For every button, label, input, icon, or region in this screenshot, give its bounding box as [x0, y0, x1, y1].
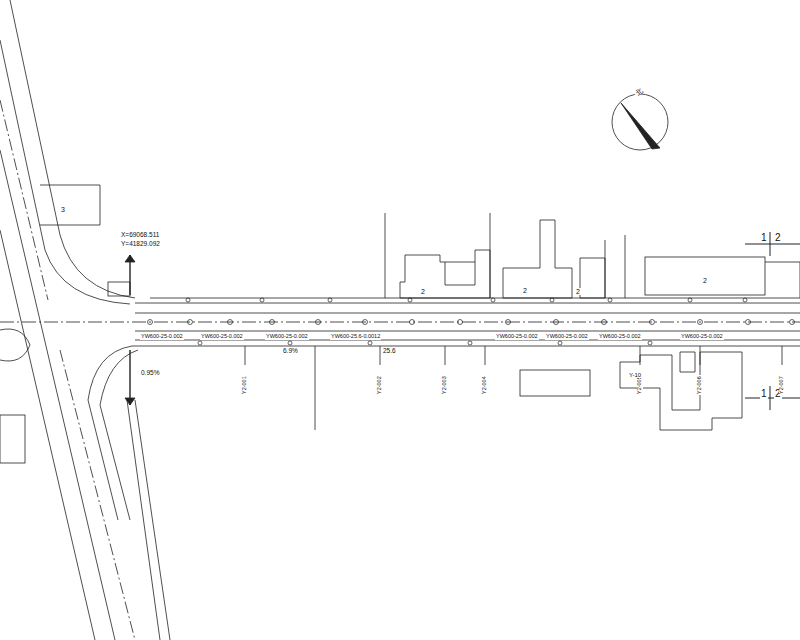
plan-label: 2 [575, 288, 581, 295]
plan-label: 2 [702, 277, 708, 284]
plan-label: X=69068.511 [120, 232, 160, 239]
plan-label: 1 [760, 233, 768, 243]
plan-label: YW600-25-0.002 [545, 334, 589, 340]
plan-label: 2 [522, 287, 528, 294]
plan-label: 6.9% [282, 348, 299, 355]
plan-label: Y2-007 [779, 375, 785, 395]
plan-label: YW600-25.6-0.0012 [330, 334, 381, 340]
plan-label: YW600-25-0.002 [598, 334, 642, 340]
plan-label: 3 [60, 206, 66, 213]
plan-label: Y2-004 [482, 375, 488, 395]
plan-label: YW600-25-0.002 [265, 334, 309, 340]
plan-label: 2 [774, 233, 782, 243]
plan-label: YW600-25-0.002 [200, 334, 244, 340]
plan-label: YW600-25-0.002 [680, 334, 724, 340]
plan-label: Y2-006 [697, 375, 703, 395]
plan-label: YW600-25-0.002 [495, 334, 539, 340]
plan-label: YW600-25-0.002 [140, 334, 184, 340]
plan-label: Y2-005 [637, 375, 643, 395]
plan-label: Y2-001 [242, 375, 248, 395]
plan-label: Y2-002 [377, 375, 383, 395]
plan-label: Y-10 [628, 372, 642, 378]
plan-label: 0.95% [140, 370, 160, 377]
plan-label: 2 [420, 288, 426, 295]
plan-label: 北 [633, 86, 644, 97]
plan-label: 25.6 [382, 348, 397, 355]
plan-label: Y=41829.092 [120, 241, 161, 248]
plan-label: Y2-003 [442, 375, 448, 395]
plan-label: 1 [760, 389, 768, 399]
